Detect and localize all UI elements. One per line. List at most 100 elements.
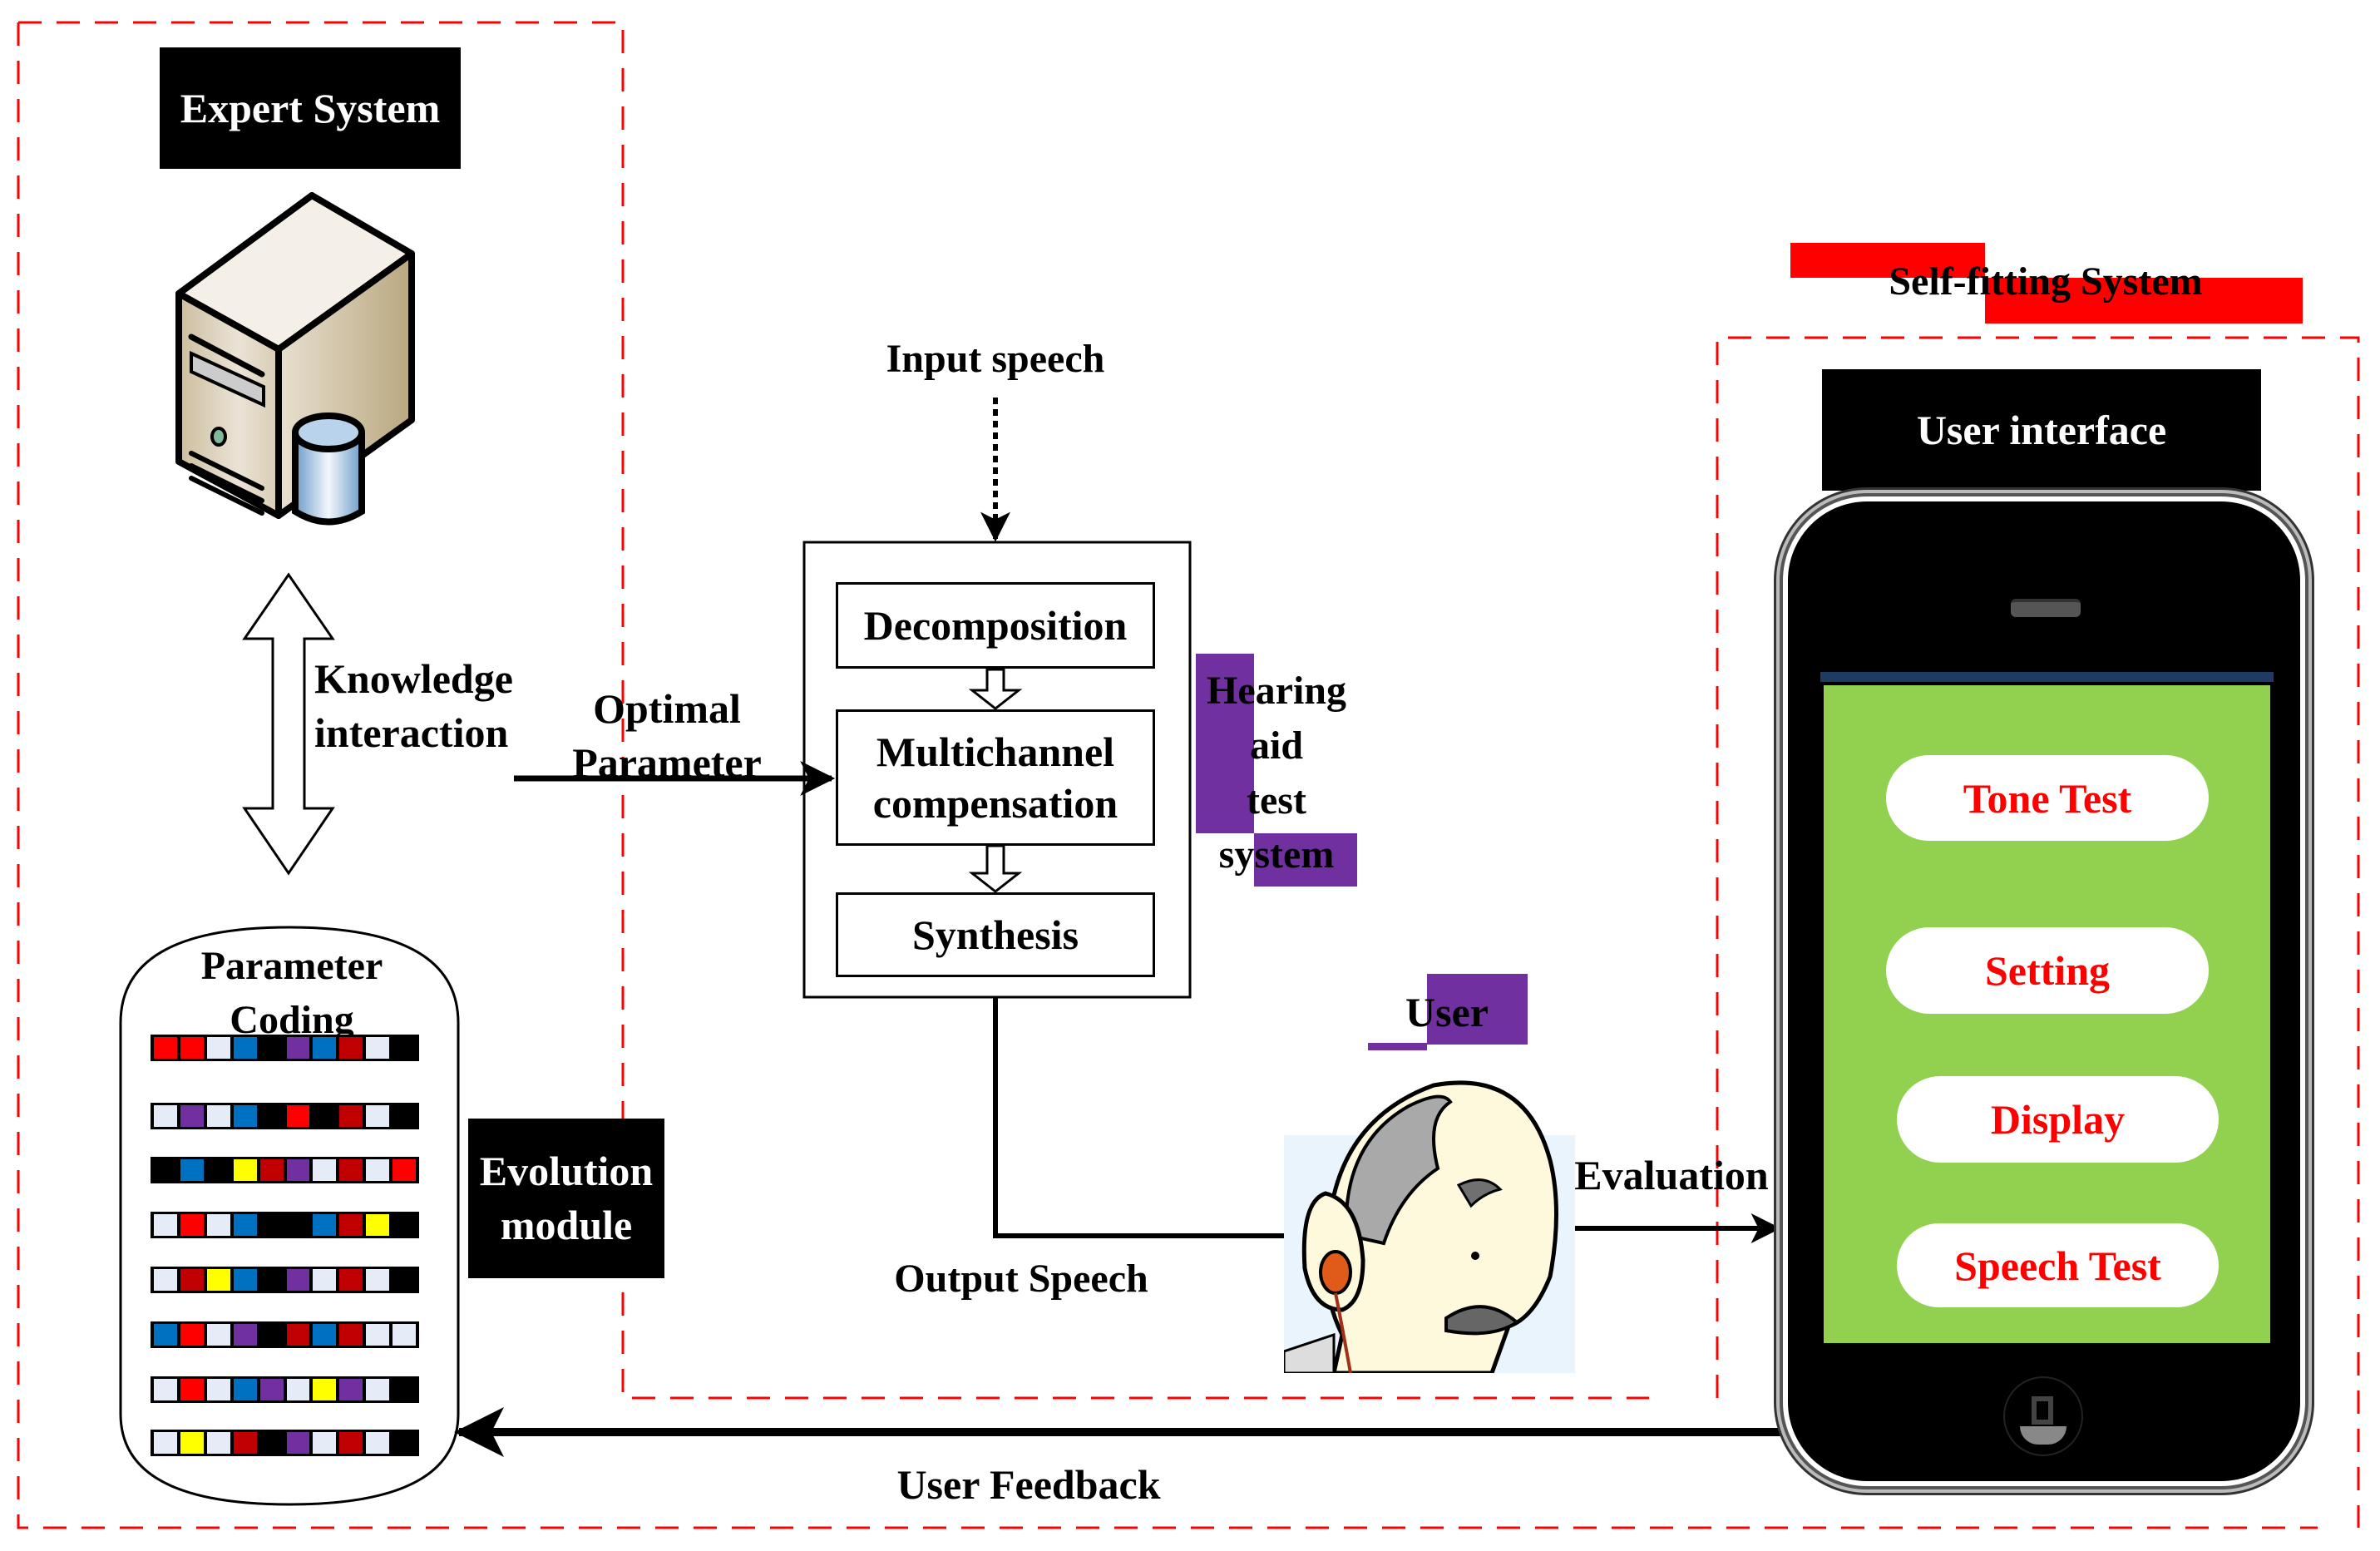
- gene-cell: [180, 1105, 204, 1127]
- gene-cell: [366, 1432, 390, 1454]
- optimal-parameter-label: Optimal Parameter: [559, 682, 775, 790]
- speech-test-label: Speech Test: [1954, 1242, 2161, 1289]
- gene-cell: [393, 1105, 417, 1127]
- setting-button[interactable]: Setting: [1886, 927, 2209, 1014]
- gene-cell: [313, 1159, 337, 1181]
- gene-cell: [233, 1037, 257, 1059]
- gene-cell: [259, 1159, 284, 1181]
- display-button[interactable]: Display: [1897, 1076, 2219, 1163]
- gene-cell: [286, 1214, 310, 1236]
- chromosome-row: [151, 1267, 419, 1293]
- chromosome-row: [151, 1430, 419, 1456]
- gene-cell: [180, 1269, 204, 1291]
- highlight-block: [1790, 243, 1985, 278]
- gene-cell: [339, 1269, 363, 1291]
- gene-cell: [206, 1379, 230, 1400]
- server-database-icon: [175, 192, 415, 526]
- stage-synthesis: Synthesis: [836, 892, 1155, 977]
- gene-cell: [206, 1269, 230, 1291]
- stage-arrow-icon: [968, 668, 1023, 710]
- gene-cell: [339, 1379, 363, 1400]
- gene-cell: [206, 1037, 230, 1059]
- gene-cell: [259, 1379, 284, 1400]
- gene-cell: [180, 1214, 204, 1236]
- gene-cell: [366, 1324, 390, 1346]
- chromosome-row: [151, 1376, 419, 1403]
- expert-system-title: Expert System: [160, 47, 461, 169]
- gene-cell: [393, 1159, 417, 1181]
- gene-cell: [366, 1214, 390, 1236]
- evolution-label-line: module: [500, 1202, 633, 1248]
- phone-home-button[interactable]: [2003, 1376, 2083, 1456]
- gene-cell: [286, 1159, 310, 1181]
- knowledge-double-arrow-icon: [242, 572, 335, 876]
- phone-speaker-icon: [2011, 599, 2081, 617]
- gene-cell: [233, 1105, 257, 1127]
- gene-cell: [233, 1432, 257, 1454]
- self-fitting-system-title: Self-fitting System: [1889, 259, 2203, 304]
- system-label-line: aid: [1249, 723, 1304, 768]
- gene-cell: [286, 1324, 310, 1346]
- gene-cell: [206, 1324, 230, 1346]
- expert-system-title-text: Expert System: [180, 85, 441, 131]
- speech-test-button[interactable]: Speech Test: [1897, 1223, 2219, 1307]
- outer-region-border: [17, 22, 2318, 1529]
- parameter-coding-container: [119, 926, 460, 1506]
- gene-cell: [206, 1214, 230, 1236]
- gene-cell: [339, 1159, 363, 1181]
- gene-cell: [259, 1037, 284, 1059]
- gene-cell: [233, 1214, 257, 1236]
- system-label-line: test: [1247, 778, 1306, 822]
- expert-region-border: [18, 21, 1649, 1400]
- elderly-man-with-hearing-aid-icon: [1284, 1080, 1575, 1373]
- gene-cell: [154, 1269, 177, 1291]
- evaluation-label: Evaluation: [1574, 1152, 1769, 1198]
- gene-cell: [206, 1159, 230, 1181]
- gene-cell: [259, 1269, 284, 1291]
- display-label: Display: [1990, 1096, 2126, 1143]
- gene-cell: [313, 1432, 337, 1454]
- gene-cell: [286, 1105, 310, 1127]
- chromosome-row: [151, 1035, 419, 1061]
- knowledge-label-line: interaction: [314, 709, 509, 756]
- gene-cell: [180, 1432, 204, 1454]
- gene-cell: [180, 1159, 204, 1181]
- chromosome-row: [151, 1321, 419, 1348]
- gene-cell: [259, 1324, 284, 1346]
- optimal-label-line: Optimal: [593, 685, 741, 732]
- gene-cell: [393, 1214, 417, 1236]
- gene-cell: [286, 1432, 310, 1454]
- gene-cell: [366, 1379, 390, 1400]
- tone-test-button[interactable]: Tone Test: [1886, 755, 2209, 841]
- gene-cell: [233, 1269, 257, 1291]
- phone-status-strip: [1820, 672, 2274, 682]
- output-speech-arrow: [993, 997, 1324, 1251]
- highlight-block: [1196, 654, 1254, 833]
- system-label-line: Hearing: [1207, 669, 1346, 713]
- gene-cell: [206, 1432, 230, 1454]
- gene-cell: [339, 1105, 363, 1127]
- highlight-block: [1254, 833, 1357, 887]
- gene-cell: [393, 1324, 417, 1346]
- gene-cell: [154, 1432, 177, 1454]
- user-feedback-label: User Feedback: [896, 1461, 1161, 1508]
- gene-cell: [286, 1037, 310, 1059]
- gene-cell: [154, 1037, 177, 1059]
- stage-arrow-icon: [968, 844, 1023, 893]
- optimal-label-line: Parameter: [572, 739, 762, 786]
- gene-cell: [313, 1324, 337, 1346]
- gene-cell: [339, 1324, 363, 1346]
- gene-cell: [339, 1214, 363, 1236]
- output-speech-label: Output Speech: [894, 1257, 1148, 1301]
- highlight-block: [1368, 1043, 1427, 1050]
- user-interface-title: User interface: [1822, 369, 2261, 491]
- gene-cell: [259, 1432, 284, 1454]
- gene-cell: [313, 1269, 337, 1291]
- chromosome-row: [151, 1157, 419, 1183]
- gene-cell: [154, 1105, 177, 1127]
- gene-cell: [180, 1379, 204, 1400]
- chromosome-row: [151, 1103, 419, 1129]
- gene-cell: [393, 1269, 417, 1291]
- gene-cell: [339, 1432, 363, 1454]
